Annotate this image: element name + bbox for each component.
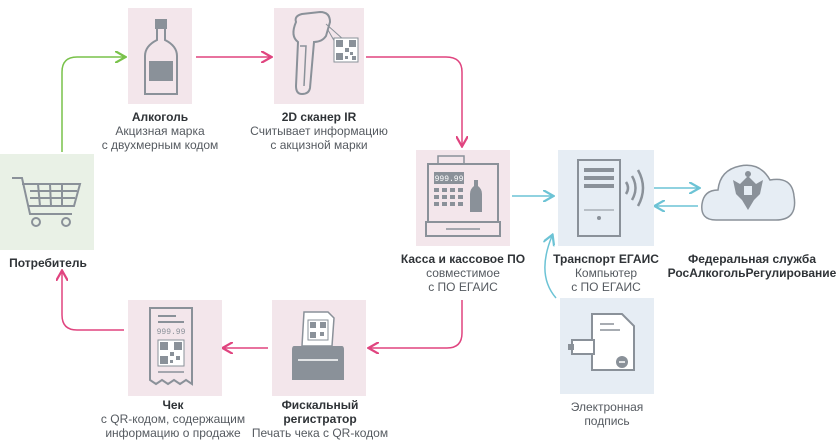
scanner-label: 2D сканер IR Считывает информацию с акци… — [244, 110, 394, 152]
arrow-signature-to-transport — [545, 236, 557, 299]
scanner-desc-2: с акцизной марки — [270, 138, 368, 152]
scanner-title: 2D сканер IR — [281, 110, 357, 124]
receipt-desc-1: с QR-кодом, содержащим — [100, 412, 246, 426]
alcohol-desc-2: с двухмерным кодом — [101, 138, 219, 152]
transport-desc-1: Компьютер — [574, 266, 638, 280]
cashier-label: Касса и кассовое ПО совместимое с ПО ЕГА… — [388, 252, 538, 294]
cash-register-display: 999.99 — [435, 175, 464, 184]
arrow-scanner-to-cashier — [366, 56, 462, 145]
cloud-emblem-icon — [701, 164, 796, 221]
scanner-desc-1: Считывает информацию — [250, 124, 388, 138]
fiscal-title-2: регистратор — [283, 412, 357, 426]
fiscal-label: Фискальный регистратор Печать чека с QR-… — [250, 398, 390, 440]
alcohol-title: Алкоголь — [131, 110, 189, 124]
alcohol-label: Алкоголь Акцизная марка с двухмерным код… — [95, 110, 225, 152]
signature-label: Электронная подпись — [547, 400, 667, 428]
transport-box — [558, 150, 654, 246]
federal-label: Федеральная служба РосАлкогольРегулирова… — [666, 252, 838, 280]
receipt-amount: 999.99 — [157, 328, 186, 337]
receipt-desc-2: информацию о продаже — [105, 426, 241, 440]
transport-title: Транспорт ЕГАИС — [553, 252, 659, 266]
scanner-icon — [292, 10, 359, 96]
bottle-icon — [144, 19, 178, 95]
signature-desc-1: Электронная — [570, 400, 644, 414]
federal-title-2: РосАлкогольРегулирование — [667, 266, 837, 280]
wifi-signal-icon — [624, 169, 645, 207]
transport-desc-2: с ПО ЕГАИС — [571, 280, 641, 294]
receipt-label: Чек с QR-кодом, содержащим информацию о … — [90, 398, 256, 440]
arrow-cashier-to-fiscal — [370, 300, 463, 348]
cashier-title: Касса и кассовое ПО — [400, 252, 526, 266]
fiscal-printer-icon — [292, 311, 344, 380]
arrow-consumer-to-alcohol — [61, 57, 124, 152]
federal-title-1: Федеральная служба — [687, 252, 817, 266]
arrow-receipt-to-consumer — [62, 272, 124, 331]
receipt-title: Чек — [162, 398, 184, 412]
signature-desc-2: подпись — [584, 414, 630, 428]
server-icon — [577, 159, 621, 237]
cash-register-icon: 999.99 — [425, 155, 501, 237]
cashier-desc-2: с ПО ЕГАИС — [428, 280, 498, 294]
consumer-title: Потребитель — [9, 256, 87, 270]
shopping-cart-icon — [12, 177, 82, 227]
fiscal-title-1: Фискальный — [281, 398, 359, 412]
consumer-label: Потребитель — [0, 256, 96, 270]
transport-label: Транспорт ЕГАИС Компьютер с ПО ЕГАИС — [536, 252, 676, 294]
alcohol-desc-1: Акцизная марка — [115, 124, 205, 138]
receipt-icon: 999.99 — [149, 307, 193, 386]
fiscal-desc-1: Печать чека с QR-кодом — [251, 426, 389, 440]
consumer-box — [0, 154, 94, 250]
cashier-desc-1: совместимое — [426, 266, 500, 280]
usb-token-icon — [568, 313, 635, 371]
